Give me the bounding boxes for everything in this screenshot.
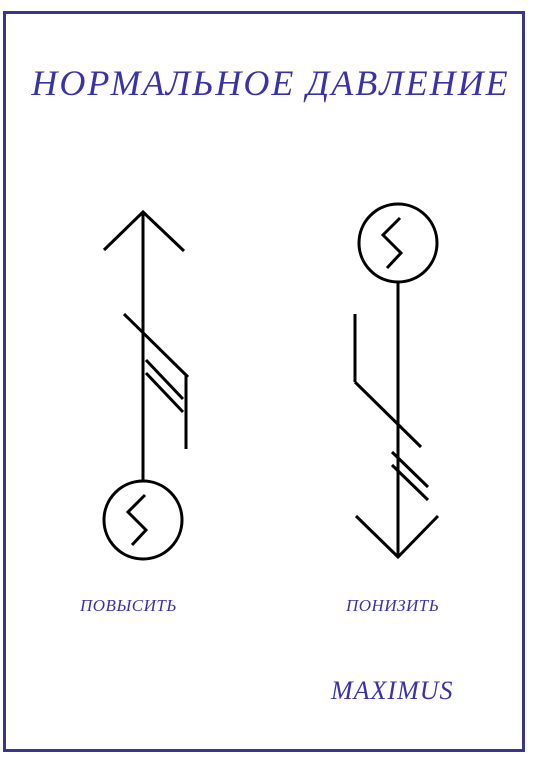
lower-diagonal-stroke: [353, 380, 423, 449]
author-signature: MAXIMUS: [331, 676, 454, 705]
lower-label: ПОНИЗИТЬ: [346, 596, 440, 615]
lower-hatch-2: [390, 463, 430, 502]
lower-hatch-1: [390, 450, 430, 489]
raise-arrow-head: [102, 209, 186, 253]
lower-rune-symbol: [353, 202, 440, 560]
lower-circle: [357, 202, 439, 284]
raise-circle-sowilo: [125, 493, 149, 547]
page-border: [3, 11, 525, 752]
raise-hatch-1: [144, 358, 185, 401]
raise-rune-symbol: [102, 209, 190, 561]
page-title: НОРМАЛЬНОЕ ДАВЛЕНИЕ: [31, 63, 510, 103]
lower-circle-sowilo: [380, 216, 404, 270]
raise-hatch-2: [144, 371, 185, 414]
lower-arrow-head: [354, 514, 440, 560]
raise-circle: [102, 479, 184, 561]
raise-label: ПОВЫСИТЬ: [80, 596, 177, 615]
raise-diagonal-stroke: [122, 312, 190, 379]
